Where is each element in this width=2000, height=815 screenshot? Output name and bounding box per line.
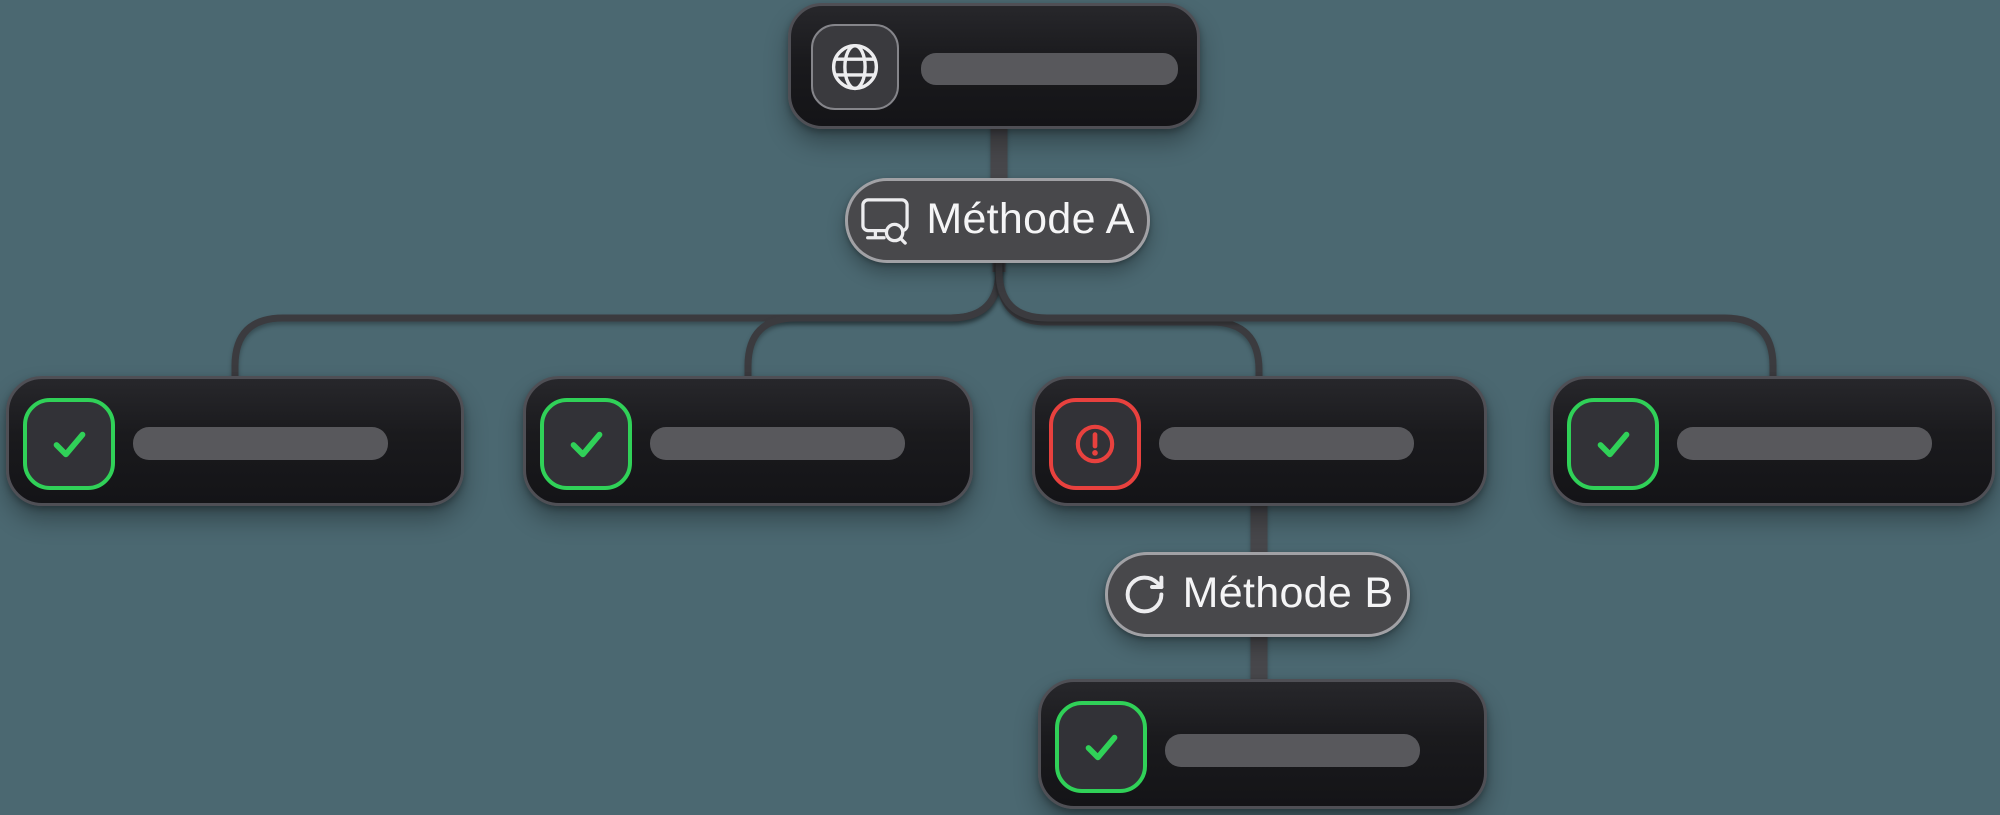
skeleton-bar: [133, 427, 388, 460]
check-icon: [53, 431, 86, 458]
skeleton-bar: [1165, 734, 1420, 767]
skeleton-bar: [1677, 427, 1932, 460]
check-icon: [1085, 734, 1118, 761]
status-square: [1567, 398, 1659, 490]
rotate-cw-icon: [1122, 572, 1167, 617]
result-node-4[interactable]: [1550, 376, 1995, 506]
result-node-2[interactable]: [523, 376, 973, 506]
skeleton-bar: [921, 53, 1178, 85]
check-icon: [1597, 431, 1630, 458]
skeleton-bar: [1159, 427, 1414, 460]
status-square: [1055, 701, 1147, 793]
edge-method-a-to-child-4: [995, 258, 1777, 382]
status-square: [540, 398, 632, 490]
status-square: [23, 398, 115, 490]
result-node-5[interactable]: [1038, 679, 1487, 809]
edge-label-method-a[interactable]: Méthode A: [845, 178, 1150, 263]
check-icon: [570, 431, 603, 458]
alert-icon: [1075, 424, 1115, 464]
screen-search-icon: [860, 197, 910, 245]
edge-label-text: Méthode A: [926, 194, 1135, 243]
root-node[interactable]: [788, 3, 1200, 129]
edge-method-a-to-child-2: [744, 258, 1003, 382]
status-square: [1049, 398, 1141, 490]
result-node-1[interactable]: [6, 376, 464, 506]
edge-label-text: Méthode B: [1182, 568, 1394, 617]
globe-icon: [811, 24, 899, 110]
edge-label-method-b[interactable]: Méthode B: [1105, 552, 1410, 637]
result-node-3[interactable]: [1032, 376, 1487, 506]
skeleton-bar: [650, 427, 905, 460]
